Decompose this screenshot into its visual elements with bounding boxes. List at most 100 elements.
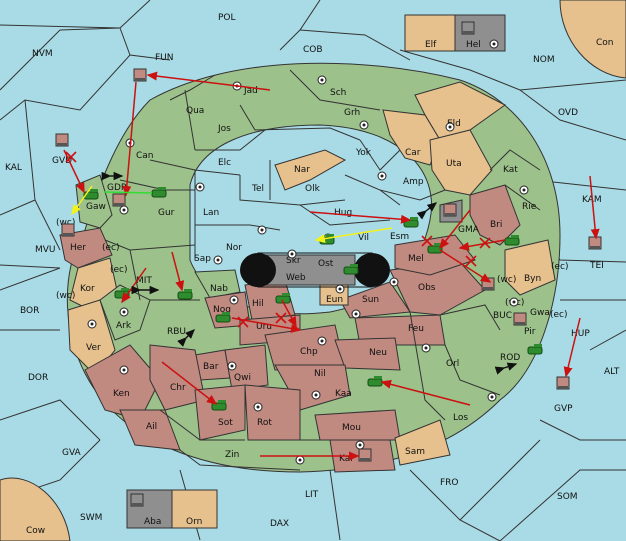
label-som: SOM [557,492,578,502]
label-kal: KAL [5,163,22,173]
region-ken[interactable] [84,344,161,421]
strait-arrow [494,362,518,375]
label-ark-ec: (ec) [110,265,128,275]
label-cow: Cow [26,526,45,536]
region-byn[interactable] [504,239,556,296]
label-uru: Uru [256,322,272,332]
fleet-unit[interactable] [358,448,372,462]
region-nab[interactable] [194,269,241,299]
label-skr: Skr [286,256,301,266]
supply-center [351,309,361,319]
label-lit: LIT [305,490,319,500]
region-car[interactable] [382,109,441,166]
label-sch: Sch [330,88,346,98]
bounce-x [465,255,477,267]
order-arrow [63,149,85,194]
supply-center [119,205,129,215]
label-car: Car [405,148,421,158]
region-chr[interactable] [149,344,206,411]
label-feu: Feu [408,324,424,334]
army-unit[interactable] [527,344,543,355]
army-unit[interactable] [427,243,443,254]
label-ken: Ken [113,389,130,399]
label-olk: Olk [305,184,321,194]
label-gvd: GVD [52,156,72,166]
label-gur: Gur [158,208,175,218]
army-unit[interactable] [343,264,359,275]
strait-arrow [177,329,195,347]
order-arrow [121,267,147,304]
fleet-unit[interactable] [461,21,475,35]
region-neu[interactable] [334,337,401,371]
label-hel: Hel [466,40,481,50]
label-hil: Hil [252,299,264,309]
label-ark: Ark [116,321,132,331]
region-nar[interactable] [274,149,347,191]
label-fun: FUN [155,53,174,63]
supply-center [359,120,369,130]
label-esm: Esm [390,232,409,242]
fleet-unit[interactable] [556,376,570,390]
army-unit[interactable] [504,235,520,246]
region-mel[interactable] [394,234,476,276]
label-chp: Chp [300,347,318,357]
supply-centers [87,39,529,465]
order-arrow [380,379,471,406]
army-unit[interactable] [215,312,231,323]
supply-center [317,75,327,85]
label-chr: Chr [170,383,186,393]
supply-center [421,343,431,353]
fleet-unit[interactable] [61,223,75,237]
label-neu: Neu [369,348,387,358]
bounce-x [479,237,491,249]
label-lan: Lan [203,208,219,218]
label-kar: Kar [339,454,354,464]
supply-center [445,122,455,132]
supply-center [487,392,497,402]
fleet-unit[interactable] [55,133,69,147]
land-regions [59,81,556,473]
label-kat: Kat [503,165,518,175]
region-qwi[interactable] [224,344,269,391]
label-bor: BOR [20,306,39,316]
label-tel: Tel [251,184,264,194]
fleet-unit[interactable] [130,493,144,507]
fleet-unit[interactable] [588,236,602,250]
fleet-unit[interactable] [133,68,147,82]
region-rot[interactable] [244,384,301,441]
label-kaa: Kaa [335,389,352,399]
army-unit[interactable] [151,187,167,198]
label-buc: BUC [493,311,512,321]
label-nom: NOM [533,55,555,65]
label-rie: Rie [522,202,537,212]
supply-center [335,284,345,294]
region-orn[interactable] [171,489,218,529]
region-her[interactable] [59,227,113,269]
label-zin: Zin [225,450,239,460]
fleet-unit[interactable] [443,203,457,217]
label-gdr: GDR [107,183,127,193]
supply-center [213,255,223,265]
region-sam[interactable] [394,419,451,466]
label-orl: Orl [446,359,459,369]
label-dor: DOR [28,373,48,383]
army-unit[interactable] [83,189,99,200]
label-orn: Orn [186,517,202,527]
label-hug: Hug [334,208,352,218]
region-elf[interactable] [404,14,456,52]
label-bri-wc: (wc) [497,275,516,285]
supply-center [519,185,529,195]
bounce-x [237,316,249,328]
order-arrow [309,211,412,224]
fleet-unit[interactable] [513,312,527,326]
fleet-unit[interactable] [481,277,495,291]
label-vil: Vil [358,233,369,243]
label-web: Web [286,273,306,283]
supply-center [195,182,205,192]
supply-center [509,297,519,307]
region-gaw[interactable] [75,174,113,229]
army-unit[interactable] [177,289,193,300]
orders [63,71,600,461]
order-arrow [439,249,492,283]
fleet-unit[interactable] [112,193,126,207]
